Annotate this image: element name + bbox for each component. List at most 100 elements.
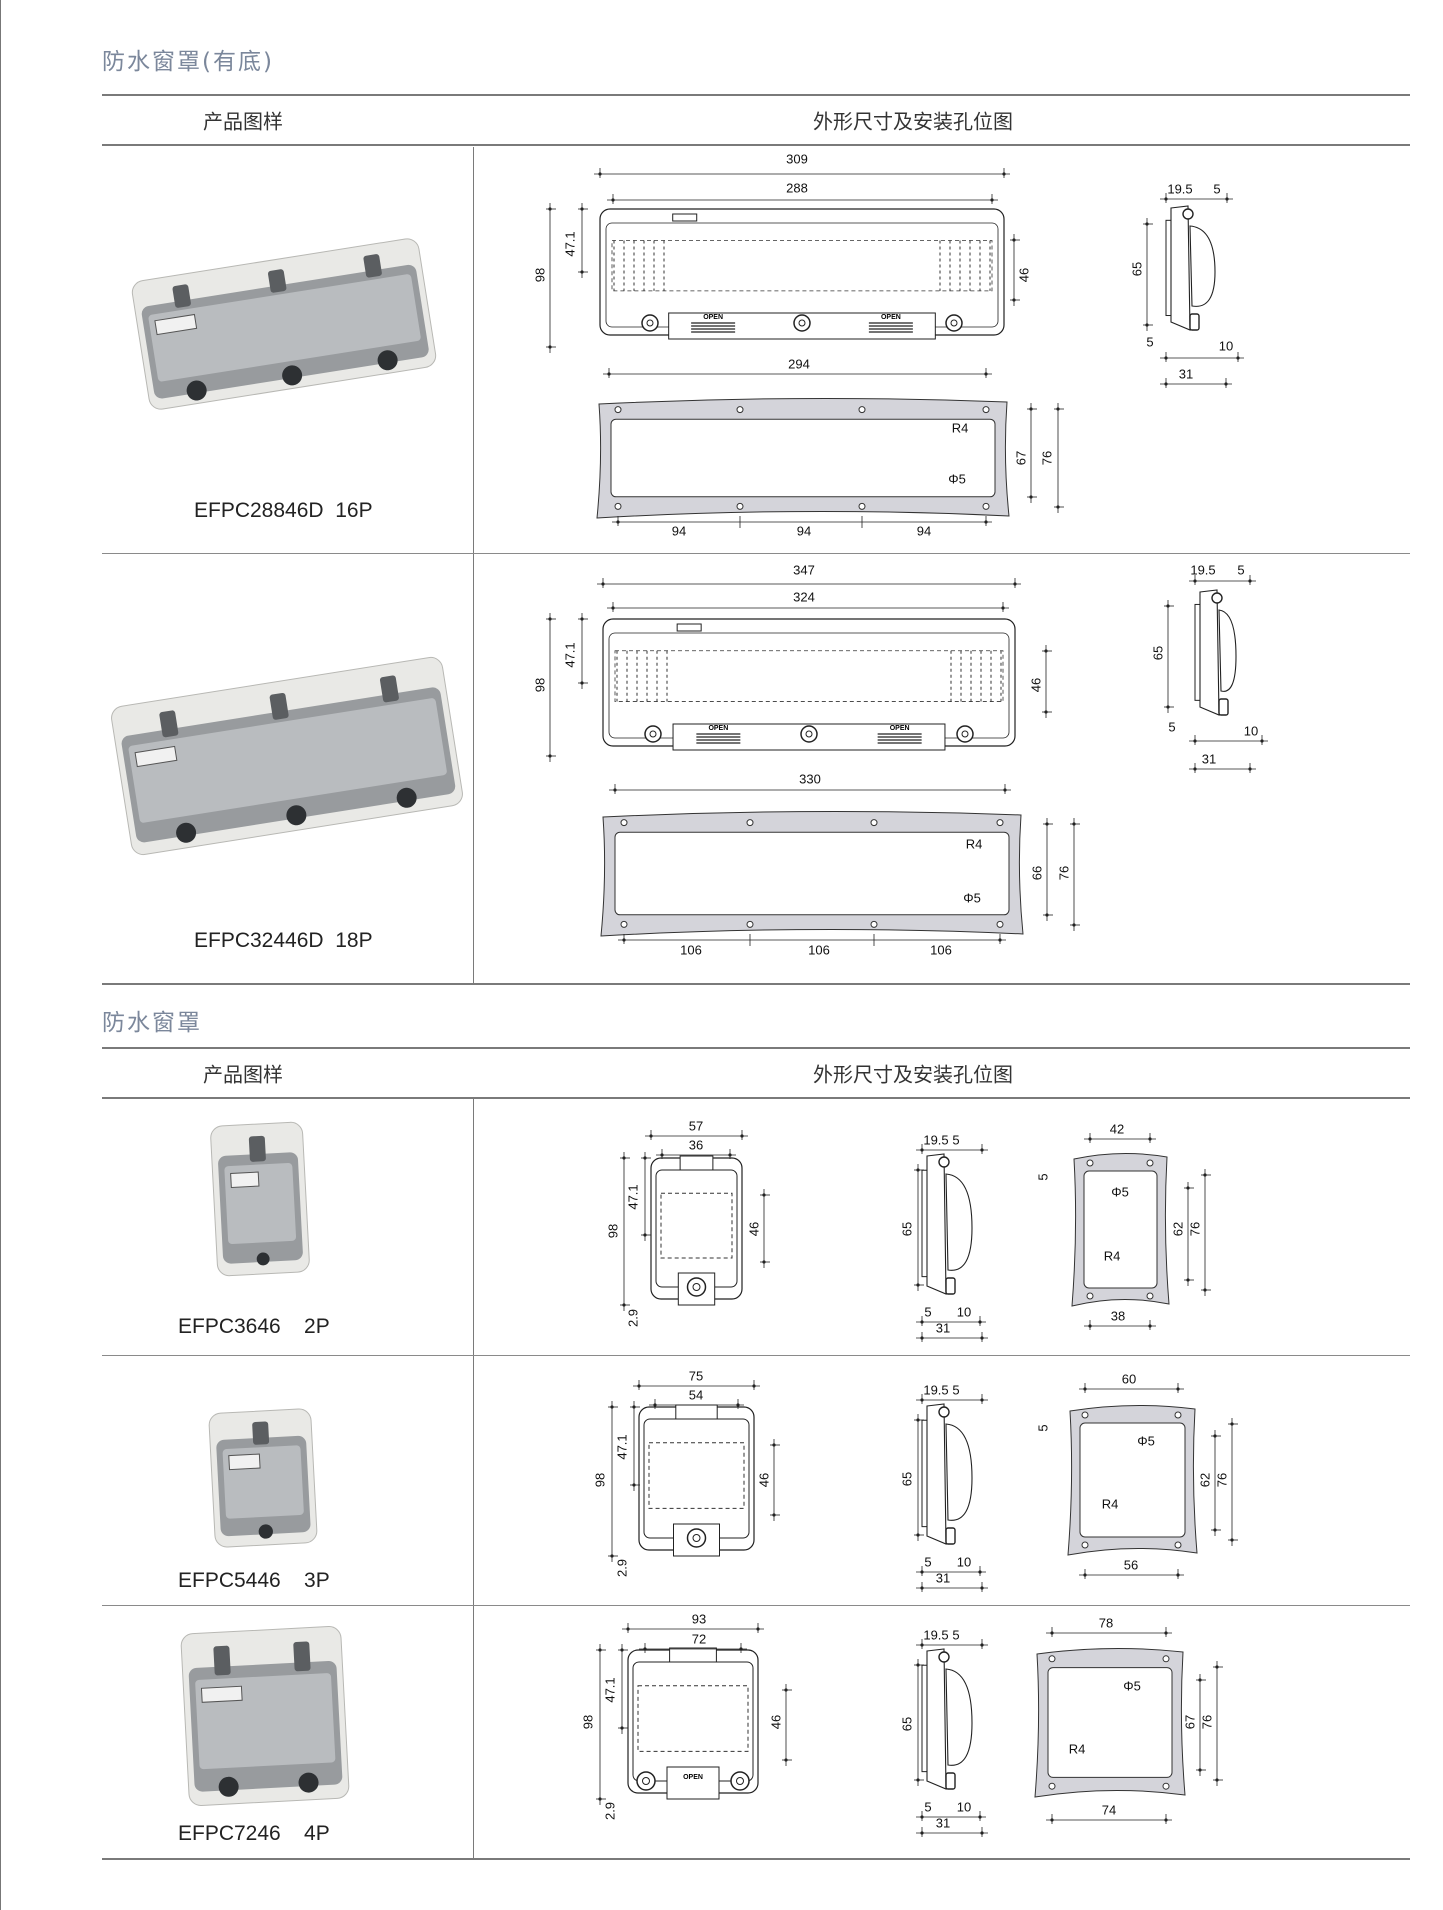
dimension-label: 309 <box>786 151 808 167</box>
cutout-opening <box>1047 1667 1173 1778</box>
dimension-tick <box>984 372 988 376</box>
hinge <box>363 254 382 278</box>
dimension-tick <box>598 1797 602 1801</box>
knob <box>396 787 417 808</box>
warning-label <box>228 1453 261 1471</box>
mounting-hole <box>620 920 628 928</box>
knob-icon <box>1189 313 1200 331</box>
dimension-tick <box>920 1398 924 1402</box>
column-divider <box>473 147 474 983</box>
row-divider <box>102 1605 1410 1606</box>
column-divider <box>473 1099 474 1859</box>
dimension-tick <box>984 520 988 524</box>
knob-icon <box>692 1534 701 1542</box>
dimension-label: 19.5 <box>923 1627 949 1643</box>
dimension-tick <box>1002 172 1006 176</box>
dimension-label: 76 <box>1187 1221 1203 1237</box>
knob-icon <box>686 1277 707 1297</box>
dimension-tick <box>772 1443 776 1447</box>
mounting-hole <box>858 502 866 510</box>
dimension-tick <box>1056 505 1060 509</box>
dimension-label: 5 <box>1168 719 1176 735</box>
row-divider <box>102 1355 1410 1356</box>
knob <box>286 805 307 826</box>
header-rule <box>102 1097 1410 1099</box>
dimension-tick <box>622 1156 626 1160</box>
dimension-label: 324 <box>793 589 815 605</box>
dimension-tick <box>920 1586 924 1590</box>
dimension-tick <box>990 198 994 202</box>
dimension-label: 46 <box>1028 677 1044 693</box>
dimension-tick <box>978 1815 982 1819</box>
dimension-label: 5 <box>952 1382 960 1398</box>
open-label: OPEN <box>890 725 910 732</box>
mounting-hole <box>1048 1782 1056 1790</box>
dimension-label: 10 <box>956 1304 972 1320</box>
row-divider <box>102 553 1410 554</box>
mounting-hole <box>1081 1541 1089 1549</box>
dimension-tick <box>784 1688 788 1692</box>
dimension-label: 66 <box>1029 865 1045 881</box>
mounting-hole <box>982 502 990 510</box>
dimension-label: 62 <box>1170 1221 1186 1237</box>
dimension-tick <box>1215 1778 1219 1782</box>
product-name: EFPC7246 4P <box>178 1822 330 1845</box>
dimension-tick <box>611 606 615 610</box>
hinge-icon <box>938 1156 950 1168</box>
mounting-hole <box>1146 1292 1154 1300</box>
dimension-tick <box>1166 604 1170 608</box>
dimension-label: Φ5 <box>963 890 981 906</box>
dimension-label: 31 <box>935 1815 951 1831</box>
product-name: EFPC5446 3P <box>178 1569 330 1592</box>
knob-icon <box>649 730 657 738</box>
mounting-hole <box>614 502 622 510</box>
dimension-tick <box>920 1320 924 1324</box>
hinge <box>248 1135 266 1162</box>
dimension-tick <box>610 1405 614 1409</box>
section-title: 防水窗罩(有底) <box>102 49 274 75</box>
cutout-template <box>1071 1152 1170 1307</box>
label-slot <box>676 623 702 632</box>
knob-icon <box>692 1283 701 1291</box>
hinge-icon <box>1182 208 1194 220</box>
knob <box>258 1524 273 1539</box>
dimension-tick <box>1164 1631 1168 1635</box>
dimension-label: 294 <box>788 356 810 372</box>
dimension-tick <box>756 1627 760 1631</box>
dimension-label: 5 <box>924 1304 932 1320</box>
cover-profile <box>945 1423 973 1521</box>
hinge <box>159 710 179 738</box>
knob-icon <box>805 730 813 738</box>
dimension-label: 10 <box>1218 338 1234 354</box>
label-slot <box>672 213 698 222</box>
dimension-tick <box>1213 1434 1217 1438</box>
dimension-tick <box>660 1153 664 1157</box>
dimension-tick <box>1029 495 1033 499</box>
dimension-label: 46 <box>746 1221 762 1237</box>
dimension-label: 94 <box>671 523 687 539</box>
mounting-hole <box>746 819 754 827</box>
dimension-tick <box>616 520 620 524</box>
dimension-label: 65 <box>899 1716 915 1732</box>
dimension-label: R4 <box>951 420 969 436</box>
dimension-label: 57 <box>688 1118 704 1134</box>
dimension-label: 5 <box>1035 1424 1051 1432</box>
dimension-tick <box>611 198 615 202</box>
dimension-tick <box>916 1663 920 1667</box>
dimension-tick <box>784 1758 788 1762</box>
dimension-label: 98 <box>532 677 548 693</box>
dimension-label: Φ5 <box>948 471 966 487</box>
cutout-template <box>600 810 1024 937</box>
dimension-label: 36 <box>688 1137 704 1153</box>
dimension-tick <box>632 1405 636 1409</box>
dimension-tick <box>1193 767 1197 771</box>
dimension-label: 67 <box>1182 1714 1198 1730</box>
column-header-product: 产品图样 <box>203 109 283 134</box>
dimension-label: 19.5 <box>923 1382 949 1398</box>
dimension-tick <box>980 1336 984 1340</box>
dimension-label: 10 <box>1243 723 1259 739</box>
knob <box>176 822 197 843</box>
table-top-rule <box>102 1047 1410 1049</box>
knob-icon <box>642 1777 650 1785</box>
